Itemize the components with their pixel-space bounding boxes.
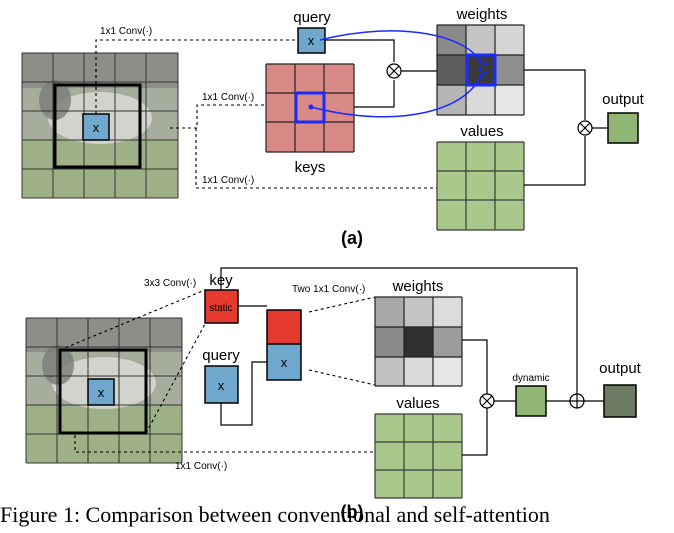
query-x: x	[308, 33, 315, 48]
keys-grid	[265, 63, 355, 153]
dynamic-label: dynamic	[512, 373, 549, 384]
conv-value-label-b: 1x1 Conv(·)	[175, 461, 227, 472]
values-label-b: values	[396, 395, 439, 412]
conv-two-label: Two 1x1 Conv(·)	[292, 284, 365, 295]
query-label: query	[293, 9, 331, 26]
output-label-a: output	[602, 91, 645, 108]
query-x-b: x	[218, 378, 225, 393]
input-image-b: x	[25, 317, 183, 464]
values-grid	[436, 141, 525, 231]
values-label: values	[460, 123, 503, 140]
center-pixel-x: x	[93, 120, 100, 135]
panel-a-label: (a)	[341, 228, 363, 248]
keys-label: keys	[295, 159, 326, 176]
figure-caption: Figure 1: Comparison between conventiona…	[0, 502, 550, 527]
conv-key-label-b: 3x3 Conv(·)	[144, 278, 196, 289]
panel-b-label: (b)	[341, 502, 364, 522]
output-box-a	[607, 112, 639, 144]
weights-grid-b	[374, 296, 463, 387]
static-label: static	[209, 303, 232, 314]
concat-key	[266, 309, 302, 345]
values-grid-b	[374, 413, 463, 499]
center-pixel-x-b: x	[98, 385, 105, 400]
query-label-b: query	[202, 347, 240, 364]
weights-label-b: weights	[392, 278, 444, 295]
weights-label: weights	[456, 6, 508, 23]
weights-grid	[436, 24, 525, 116]
panel-b: x 3x3 Conv(·) Two 1x1 Conv(·) 1x1 Conv(·…	[25, 267, 642, 522]
dynamic-box	[515, 385, 547, 417]
output-label-b: output	[599, 360, 642, 377]
conv-query-label: 1x1 Conv(·)	[100, 26, 152, 37]
input-image-a: x	[21, 52, 179, 199]
key-static-box	[204, 289, 239, 324]
concat-query	[266, 343, 302, 381]
concat-x: x	[281, 355, 288, 370]
conv-key-label: 1x1 Conv(·)	[202, 92, 254, 103]
output-box-b	[603, 384, 637, 418]
panel-a: x 1x1 Conv(·) 1x1 Conv(·) 1x1 Conv(·) qu…	[21, 6, 645, 248]
conv-value-label: 1x1 Conv(·)	[202, 175, 254, 186]
